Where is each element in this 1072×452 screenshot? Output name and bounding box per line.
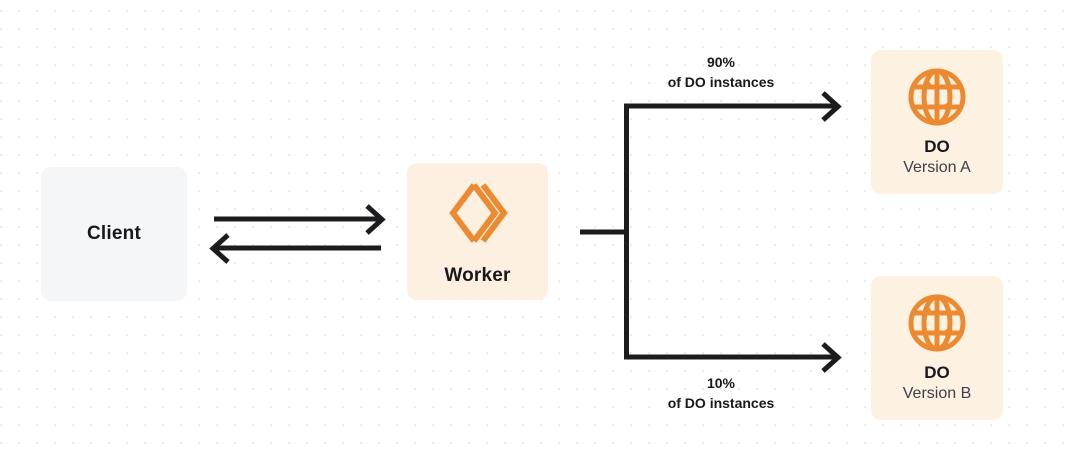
edge-worker-to-client (209, 233, 381, 264)
edge-label-90-percent-caption: of DO instances (667, 74, 775, 91)
edge-client-to-worker (214, 204, 386, 235)
globe-icon (905, 291, 969, 355)
node-do-version-b-label: DO (924, 362, 950, 382)
edge-label-10-percent-caption: of DO instances (667, 395, 775, 412)
node-worker[interactable]: Worker (407, 163, 548, 300)
node-do-version-a-label: DO (924, 136, 950, 156)
edge-label-90-percent: 90% of DO instances (626, 52, 816, 93)
node-client-label: Client (87, 223, 141, 245)
node-client[interactable]: Client (41, 167, 187, 301)
globe-icon (905, 65, 969, 129)
node-do-version-b[interactable]: DO Version B (871, 276, 1003, 420)
edge-label-10-percent-value: 10% (706, 375, 736, 391)
edge-label-90-percent-value: 90% (706, 54, 736, 70)
node-do-version-a[interactable]: DO Version A (871, 50, 1003, 194)
edge-label-10-percent: 10% of DO instances (626, 373, 816, 414)
node-do-version-a-sublabel: Version A (903, 159, 971, 177)
edge-worker-to-do-b (624, 342, 842, 373)
edge-worker-to-do-a (624, 91, 842, 122)
edge-worker-split (580, 106, 629, 357)
node-do-version-b-sublabel: Version B (902, 385, 972, 403)
node-worker-label: Worker (444, 264, 511, 286)
cloudflare-workers-icon (441, 177, 515, 249)
